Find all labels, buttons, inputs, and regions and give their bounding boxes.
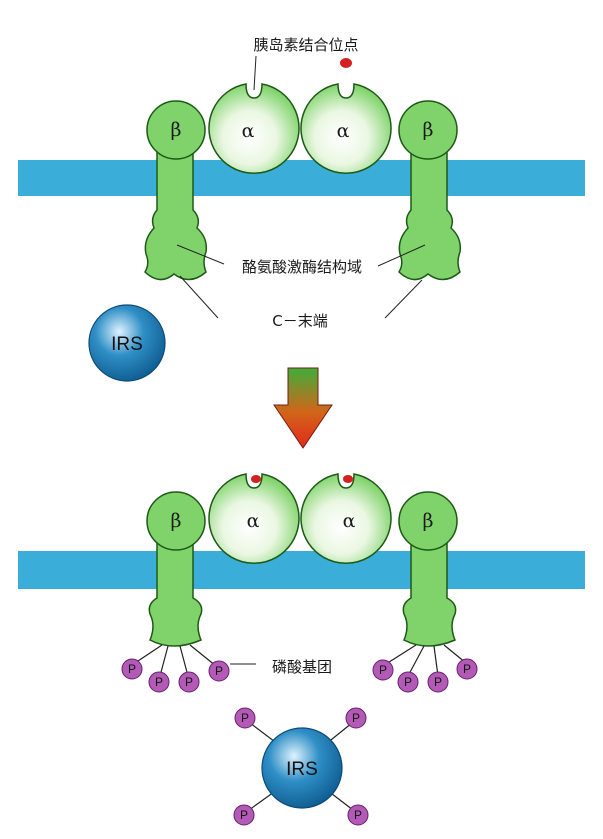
svg-text:P: P (215, 664, 223, 678)
beta-subunit-stalk (148, 539, 203, 647)
phosphate-group: P (456, 658, 478, 680)
irs-protein (88, 304, 166, 382)
c-terminus-label: C－末端 (272, 312, 327, 330)
phosphate-group: P (372, 659, 394, 681)
phosphate-group: P (121, 658, 143, 680)
alpha-subunit-left (208, 83, 300, 175)
phosphate-group: P (178, 671, 200, 693)
receptor-left-top (144, 100, 208, 281)
beta-subunit-head (398, 491, 458, 551)
phosphate-group: P (234, 707, 256, 729)
alpha-subunit-right (300, 473, 392, 565)
svg-text:P: P (354, 808, 362, 822)
kinase-pointer-right (377, 244, 426, 267)
alpha-label: α (337, 120, 350, 142)
irs-protein-phosphorylated (261, 727, 343, 809)
alpha-subunit-left (208, 473, 300, 565)
activation-arrow (273, 367, 333, 449)
beta-subunit-head (146, 491, 206, 551)
beta-label: β (171, 119, 182, 141)
svg-text:P: P (404, 675, 412, 689)
top-panel: α α β β 胰岛素结合位点 酪氨酸激酶结构域 C－末端 IRS (18, 36, 585, 382)
kinase-domain-label: 酪氨酸激酶结构域 (242, 258, 362, 276)
svg-text:P: P (240, 808, 248, 822)
phosphate-group: P (208, 660, 230, 682)
c-terminus-pointer-left (179, 275, 219, 319)
svg-text:P: P (241, 711, 249, 725)
beta-label: β (423, 119, 434, 141)
phosphate-stems-right (385, 644, 467, 677)
svg-text:P: P (434, 675, 442, 689)
insulin-molecule (340, 58, 352, 68)
binding-site-pointer (253, 55, 257, 91)
alpha-subunit-right (300, 83, 392, 175)
irs-label: IRS (286, 759, 318, 780)
phosphate-group-label: 磷酸基团 (272, 658, 332, 676)
svg-text:P: P (463, 662, 471, 676)
alpha-label: α (343, 510, 356, 532)
beta-label: β (171, 510, 182, 532)
phosphate-group: P (148, 671, 170, 693)
c-terminus-pointer-right (384, 279, 423, 319)
svg-text:P: P (155, 675, 163, 689)
phosphate-group: P (233, 804, 255, 826)
bottom-panel: α α β β P P P (18, 473, 585, 826)
receptor-right-bottom (398, 491, 458, 647)
receptor-right-top (398, 100, 462, 281)
kinase-pointer-left (176, 244, 225, 265)
binding-site-label: 胰岛素结合位点 (253, 36, 358, 54)
phosphate-group: P (345, 707, 367, 729)
beta-subunit-stalk (402, 539, 457, 647)
bound-insulin-left (251, 475, 261, 483)
cell-membrane-bottom (18, 551, 585, 589)
receptor-left-bottom (146, 491, 206, 647)
bound-insulin-right (343, 475, 353, 483)
beta-subunit-stalk (398, 149, 462, 281)
phosphate-group: P (347, 804, 369, 826)
beta-label: β (423, 510, 434, 532)
svg-text:P: P (185, 675, 193, 689)
alpha-label: α (247, 510, 260, 532)
svg-text:P: P (128, 662, 136, 676)
cell-membrane-top (18, 160, 585, 196)
alpha-label: α (242, 120, 255, 142)
irs-label: IRS (111, 334, 143, 355)
phosphate-group: P (397, 671, 419, 693)
phosphate-stems-left (134, 644, 217, 677)
phosphate-group: P (427, 671, 449, 693)
beta-subunit-stalk (144, 149, 208, 281)
beta-subunit-head (398, 100, 458, 160)
svg-text:P: P (379, 663, 387, 677)
beta-subunit-head (146, 100, 206, 160)
svg-text:P: P (352, 711, 360, 725)
